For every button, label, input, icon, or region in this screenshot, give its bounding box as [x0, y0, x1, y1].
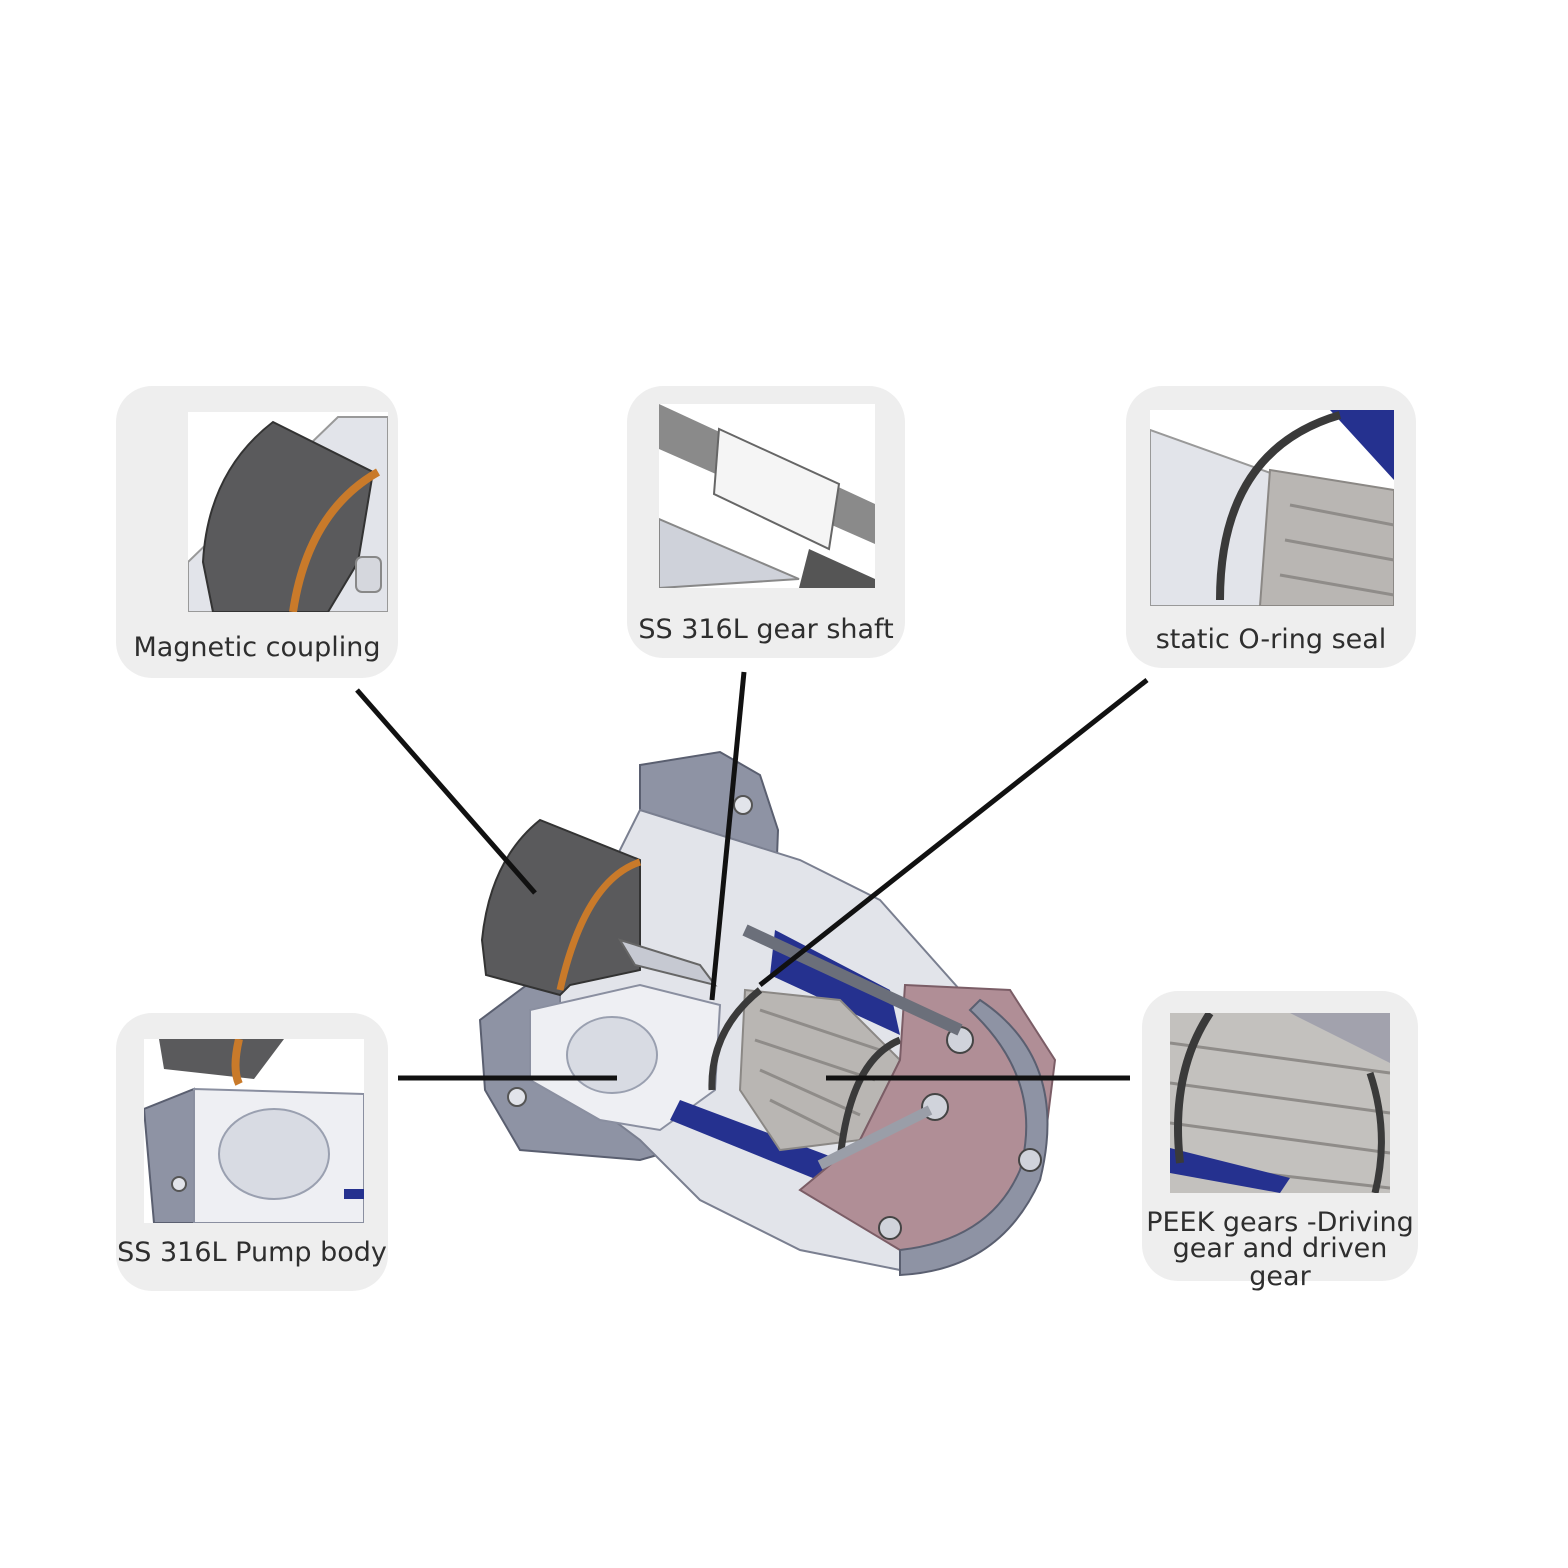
cap-screw [1018, 1148, 1042, 1172]
coupling-oring [556, 858, 642, 991]
callout-label: Magnetic coupling [133, 632, 381, 663]
callout-pump-body: SS 316L Pump body [116, 1013, 388, 1291]
front-end-cap [899, 998, 1049, 1277]
callout-label: SS 316L Pump body [117, 1237, 387, 1268]
callout-label: PEEK gears -Driving [1146, 1207, 1414, 1238]
leader-oring-seal [758, 678, 1149, 987]
leader-magnetic-coupling [355, 688, 537, 895]
cap-screw [878, 1216, 902, 1240]
callout-label: static O-ring seal [1155, 624, 1387, 655]
tie-bolt [817, 1105, 933, 1170]
oring-seal-thumbnail [1150, 410, 1394, 606]
peek-gears-thumbnail [1170, 1013, 1390, 1193]
callout-label: gear and driven gear [1172, 1233, 1388, 1292]
tie-bolt [742, 924, 963, 1036]
pump-body-thumbnail [144, 1039, 364, 1223]
magnetic-coupling-thumbnail [188, 412, 388, 612]
static-oring-part [708, 987, 763, 1091]
flange-bolt-hole [507, 1087, 527, 1107]
gear-shaft-thumbnail [659, 404, 875, 588]
callout-gear-shaft: SS 316L gear shaft [627, 386, 905, 658]
pump-chamber-bore [566, 1016, 658, 1094]
leader-gear-shaft [709, 671, 747, 1001]
callout-label: SS 316L gear shaft [638, 614, 894, 645]
magnetic-coupling-part [480, 818, 641, 997]
callout-magnetic-coupling: Magnetic coupling [116, 386, 398, 678]
callout-peek-gears: PEEK gears -Driving gear and driven gear [1142, 991, 1418, 1291]
callout-oring-seal: static O-ring seal [1126, 386, 1416, 668]
flange-bolt-hole [733, 795, 753, 815]
blue-band [670, 1100, 840, 1185]
